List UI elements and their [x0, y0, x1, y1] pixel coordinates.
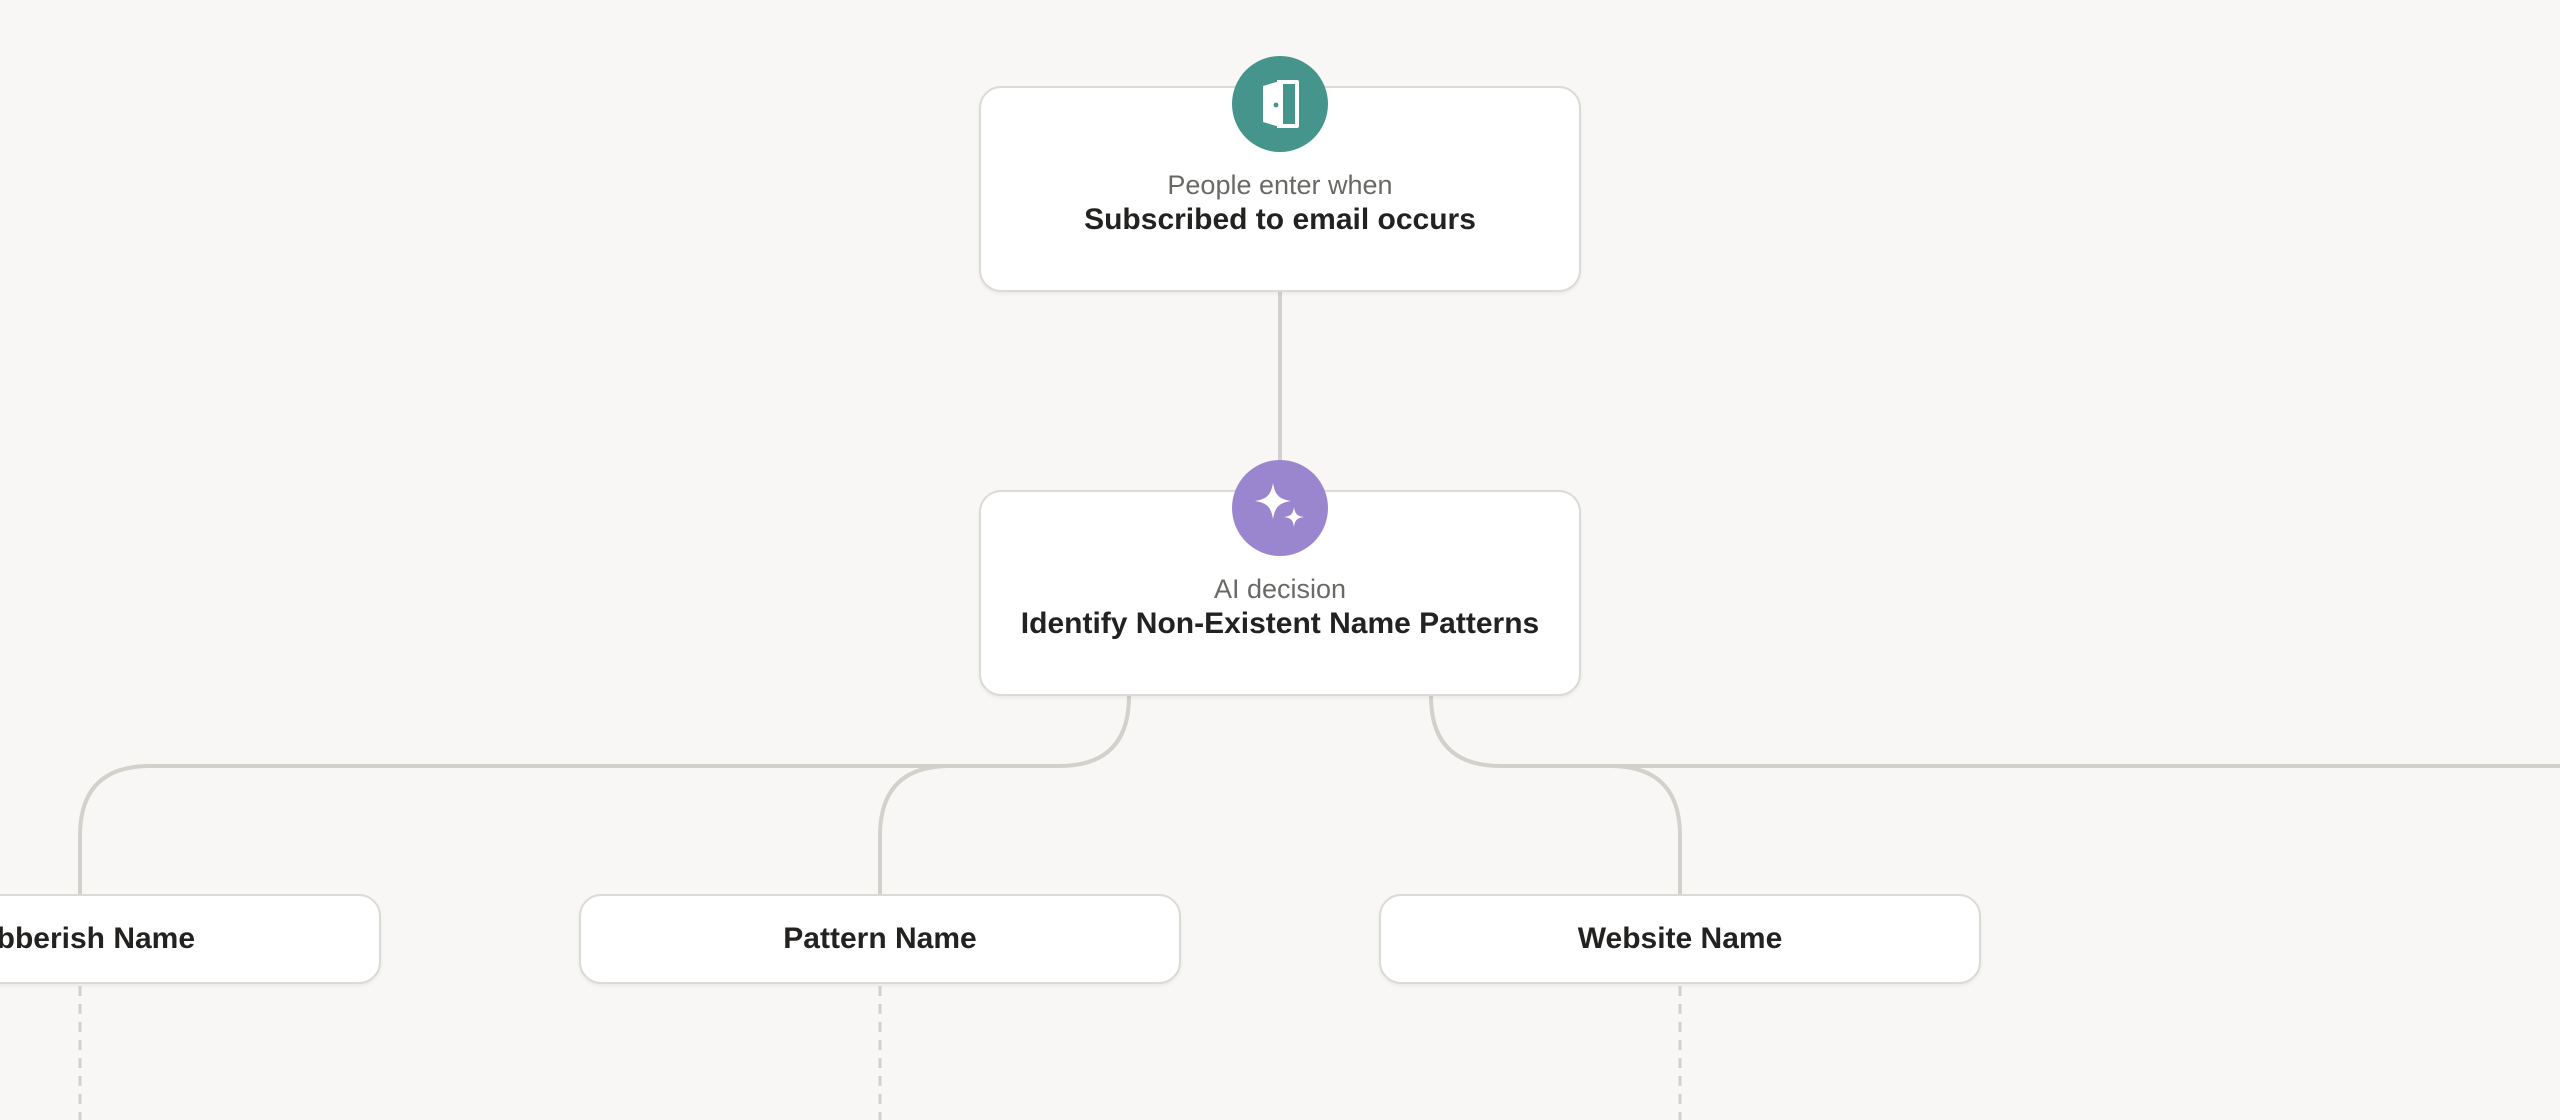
- decision-title: Identify Non-Existent Name Patterns: [1020, 607, 1540, 640]
- door-exit-icon: [1263, 80, 1299, 128]
- trigger-badge[interactable]: [1232, 56, 1328, 152]
- sparkles-icon: [1255, 483, 1304, 527]
- branch-label: Website Name: [1577, 922, 1783, 955]
- ai-decision-node[interactable]: AI decision Identify Non-Existent Name P…: [979, 490, 1581, 696]
- branch-node-website-name[interactable]: Website Name: [1379, 894, 1981, 984]
- decision-subtitle: AI decision: [1213, 574, 1347, 604]
- branch-label: Gibberish Name: [0, 922, 196, 955]
- connector-to-website-name: [1609, 764, 1682, 896]
- trigger-subtitle: People enter when: [1167, 170, 1393, 200]
- branch-label: Pattern Name: [783, 922, 977, 955]
- trigger-title: Subscribed to email occurs: [1084, 203, 1476, 236]
- branch-node-gibberish-name[interactable]: Gibberish Name: [0, 894, 381, 984]
- ai-decision-badge[interactable]: [1232, 460, 1328, 556]
- connector-to-pattern-name: [878, 764, 951, 896]
- connector-right-trunk: [1429, 695, 2560, 768]
- connector-left-trunk: [78, 695, 1131, 896]
- branch-node-pattern-name[interactable]: Pattern Name: [579, 894, 1181, 984]
